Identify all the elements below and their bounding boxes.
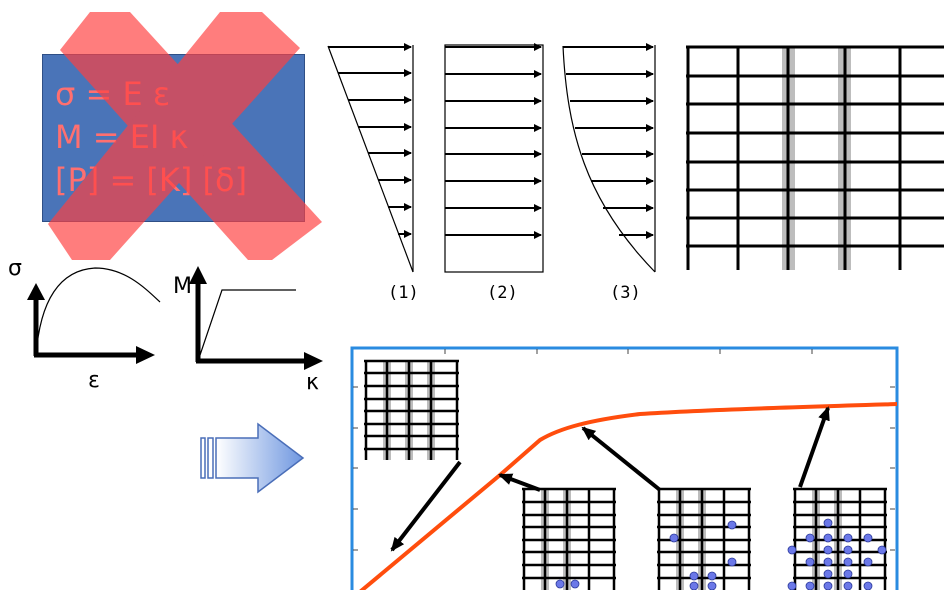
plastic-hinges — [669, 520, 737, 590]
mini-frame-1 — [364, 359, 459, 460]
curvature-axis-label: κ — [306, 370, 319, 395]
load-pattern-uniform — [444, 43, 544, 273]
load-pattern-parabolic — [562, 43, 656, 273]
mini-frame-3 — [657, 487, 751, 590]
mini-frame-4 — [787, 487, 887, 590]
arrow-right-icon — [136, 346, 155, 364]
stress-axis-label: σ — [8, 256, 22, 281]
load-pattern-1-label: (1) — [388, 283, 419, 303]
arrow-up-icon — [189, 266, 207, 284]
plastic-hinges — [787, 518, 887, 590]
load-pattern-triangular — [327, 43, 414, 273]
strain-axis-label: ε — [88, 368, 100, 393]
arrow-up-icon — [27, 283, 45, 300]
pushover-curve — [359, 402, 898, 590]
load-pattern-2-label: (2) — [487, 283, 518, 303]
moment-axis-label: M — [173, 274, 192, 299]
load-pattern-3-label: (3) — [610, 283, 641, 303]
mini-frame-2 — [522, 487, 616, 590]
arrow-right-icon — [304, 352, 323, 370]
plastic-hinges — [555, 579, 580, 589]
